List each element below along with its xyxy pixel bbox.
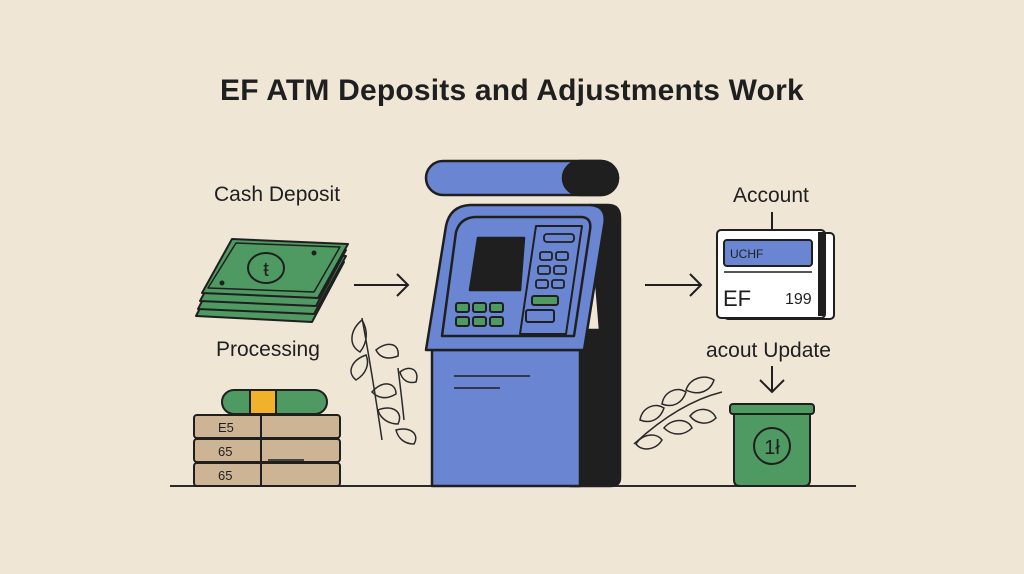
cash-deposit-label: Cash Deposit [214,183,341,206]
arrow-down-icon [759,366,785,394]
ledger-stack-icon [193,414,341,487]
arrow-right-icon [645,273,703,297]
ledger-row-3: 65 [218,468,232,483]
ledger-row-2: 65 [218,444,232,459]
card-name: EF [723,286,751,311]
banknote-stack-icon: ŧ [195,238,349,323]
processing-label: Processing [216,338,320,361]
card-header: UCHF [730,247,763,261]
card-amount: 199 [785,291,812,308]
account-label: Account [733,184,809,207]
ledger-row-1: E5 [218,420,234,435]
arrow-right-icon [354,273,410,297]
leaf-icon [350,317,418,445]
coin-capsule-icon [221,389,328,415]
account-card-icon [716,212,835,320]
deposit-bin-icon: 1ł [729,403,815,487]
svg-text:ŧ: ŧ [263,259,269,281]
leaf-icon [633,376,723,450]
svg-text:1ł: 1ł [764,437,780,459]
diagram-title: EF ATM Deposits and Adjustments Work [220,74,804,107]
account-update-label: acout Update [706,339,831,362]
atm-machine-icon [424,159,622,488]
